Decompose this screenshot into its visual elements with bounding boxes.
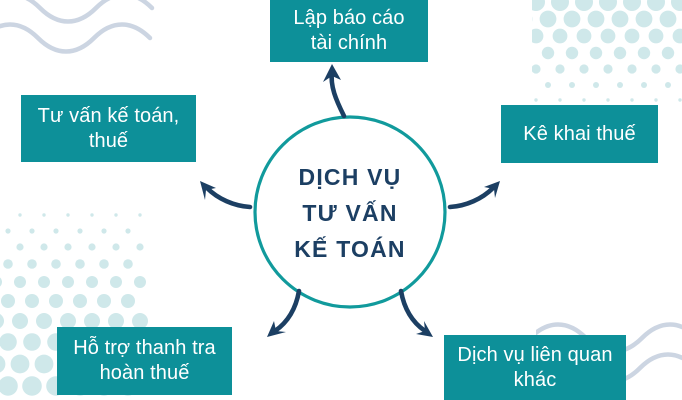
arrow-down-right-icon	[398, 288, 433, 337]
node-box-top[interactable]: Lập báo cáo tài chính	[270, 0, 428, 62]
center-label-line1: DỊCH VỤ	[298, 163, 402, 190]
arrow-up-left-icon	[200, 181, 253, 210]
node-box-right[interactable]: Kê khai thuế	[501, 105, 658, 163]
arrow-down-left-icon	[267, 288, 302, 337]
center-label: DỊCH VỤ TƯ VẤN KẾ TOÁN	[252, 119, 448, 307]
node-box-bottom-right[interactable]: Dịch vụ liên quan khác	[444, 335, 626, 400]
arrow-up-icon	[323, 64, 347, 119]
center-label-line3: KẾ TOÁN	[294, 235, 406, 262]
arrow-up-right-icon	[447, 181, 500, 210]
center-label-line2: TƯ VẤN	[302, 199, 398, 226]
center-circle	[253, 115, 447, 309]
node-box-bottom-left[interactable]: Hỗ trợ thanh tra hoàn thuế	[57, 327, 232, 395]
node-box-left[interactable]: Tư vấn kế toán, thuế	[21, 95, 196, 162]
